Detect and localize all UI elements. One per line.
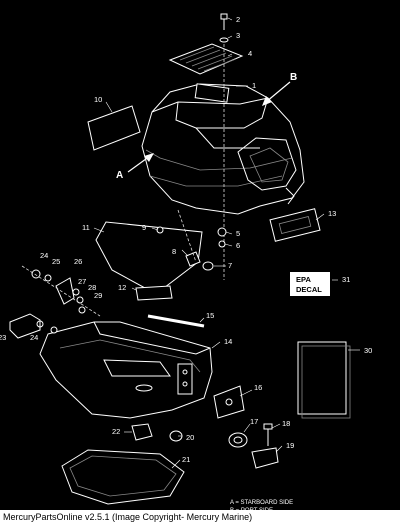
screw xyxy=(219,13,229,43)
top-cowl xyxy=(141,83,305,215)
label-part-24a: 24 xyxy=(40,251,48,260)
label-part-24b: 24 xyxy=(30,333,38,342)
label-part-6: 6 xyxy=(236,241,240,250)
label-part-27: 27 xyxy=(78,277,86,286)
nut-24b xyxy=(50,326,58,334)
label-letter-a: A xyxy=(116,170,123,181)
vent-screen xyxy=(168,43,244,75)
rod-15 xyxy=(147,314,205,328)
epa-line-1: EPA xyxy=(296,275,311,284)
arrow-b xyxy=(262,81,291,106)
label-letter-b: B xyxy=(290,72,297,83)
decal-13 xyxy=(269,208,321,242)
label-part-22: 22 xyxy=(112,427,120,436)
decal-12 xyxy=(135,285,173,301)
label-part-11: 11 xyxy=(82,223,90,232)
manual-30 xyxy=(297,341,351,419)
label-part-26: 26 xyxy=(74,257,82,266)
plate-16 xyxy=(213,385,245,419)
label-part-23: 23 xyxy=(0,333,6,342)
latch-hardware xyxy=(31,269,86,314)
label-part-7: 7 xyxy=(228,261,232,270)
decal-11 xyxy=(95,221,203,295)
label-part-25: 25 xyxy=(52,257,60,266)
label-part-2: 2 xyxy=(236,15,240,24)
footer-caption: MercuryPartsOnline v2.5.1 (Image Copyrig… xyxy=(0,510,400,524)
decal-10 xyxy=(87,105,141,151)
label-part-31: 31 xyxy=(342,275,350,284)
label-part-5: 5 xyxy=(236,229,240,238)
label-part-21: 21 xyxy=(182,455,190,464)
label-part-14: 14 xyxy=(224,337,232,346)
leader-lines xyxy=(93,17,360,469)
label-part-10: 10 xyxy=(94,95,102,104)
label-part-16: 16 xyxy=(254,383,262,392)
label-part-12: 12 xyxy=(118,283,126,292)
seal-21 xyxy=(61,449,185,505)
legend-starboard: A = STARBOARD SIDE xyxy=(230,500,293,506)
epa-decal-box: EPA DECAL xyxy=(290,272,330,296)
label-part-4: 4 xyxy=(248,49,252,58)
fitting-18-19 xyxy=(251,423,279,469)
label-part-29: 29 xyxy=(94,291,102,300)
label-part-17: 17 xyxy=(250,417,258,426)
label-part-13: 13 xyxy=(328,209,336,218)
epa-line-2: DECAL xyxy=(296,285,322,294)
label-part-8: 8 xyxy=(172,247,176,256)
label-part-18: 18 xyxy=(282,419,290,428)
lower-cowl xyxy=(39,321,213,419)
label-part-15: 15 xyxy=(206,311,214,320)
label-part-28: 28 xyxy=(88,283,96,292)
label-part-20: 20 xyxy=(186,433,194,442)
label-part-19: 19 xyxy=(286,441,294,450)
bracket-23 xyxy=(9,313,41,339)
arrow-a xyxy=(127,153,154,173)
label-part-3: 3 xyxy=(236,31,240,40)
label-part-30: 30 xyxy=(364,346,372,355)
bushing-22 xyxy=(131,423,153,441)
label-part-9: 9 xyxy=(142,223,146,232)
label-part-1: 1 xyxy=(252,81,256,90)
grommet-17 xyxy=(228,432,248,448)
